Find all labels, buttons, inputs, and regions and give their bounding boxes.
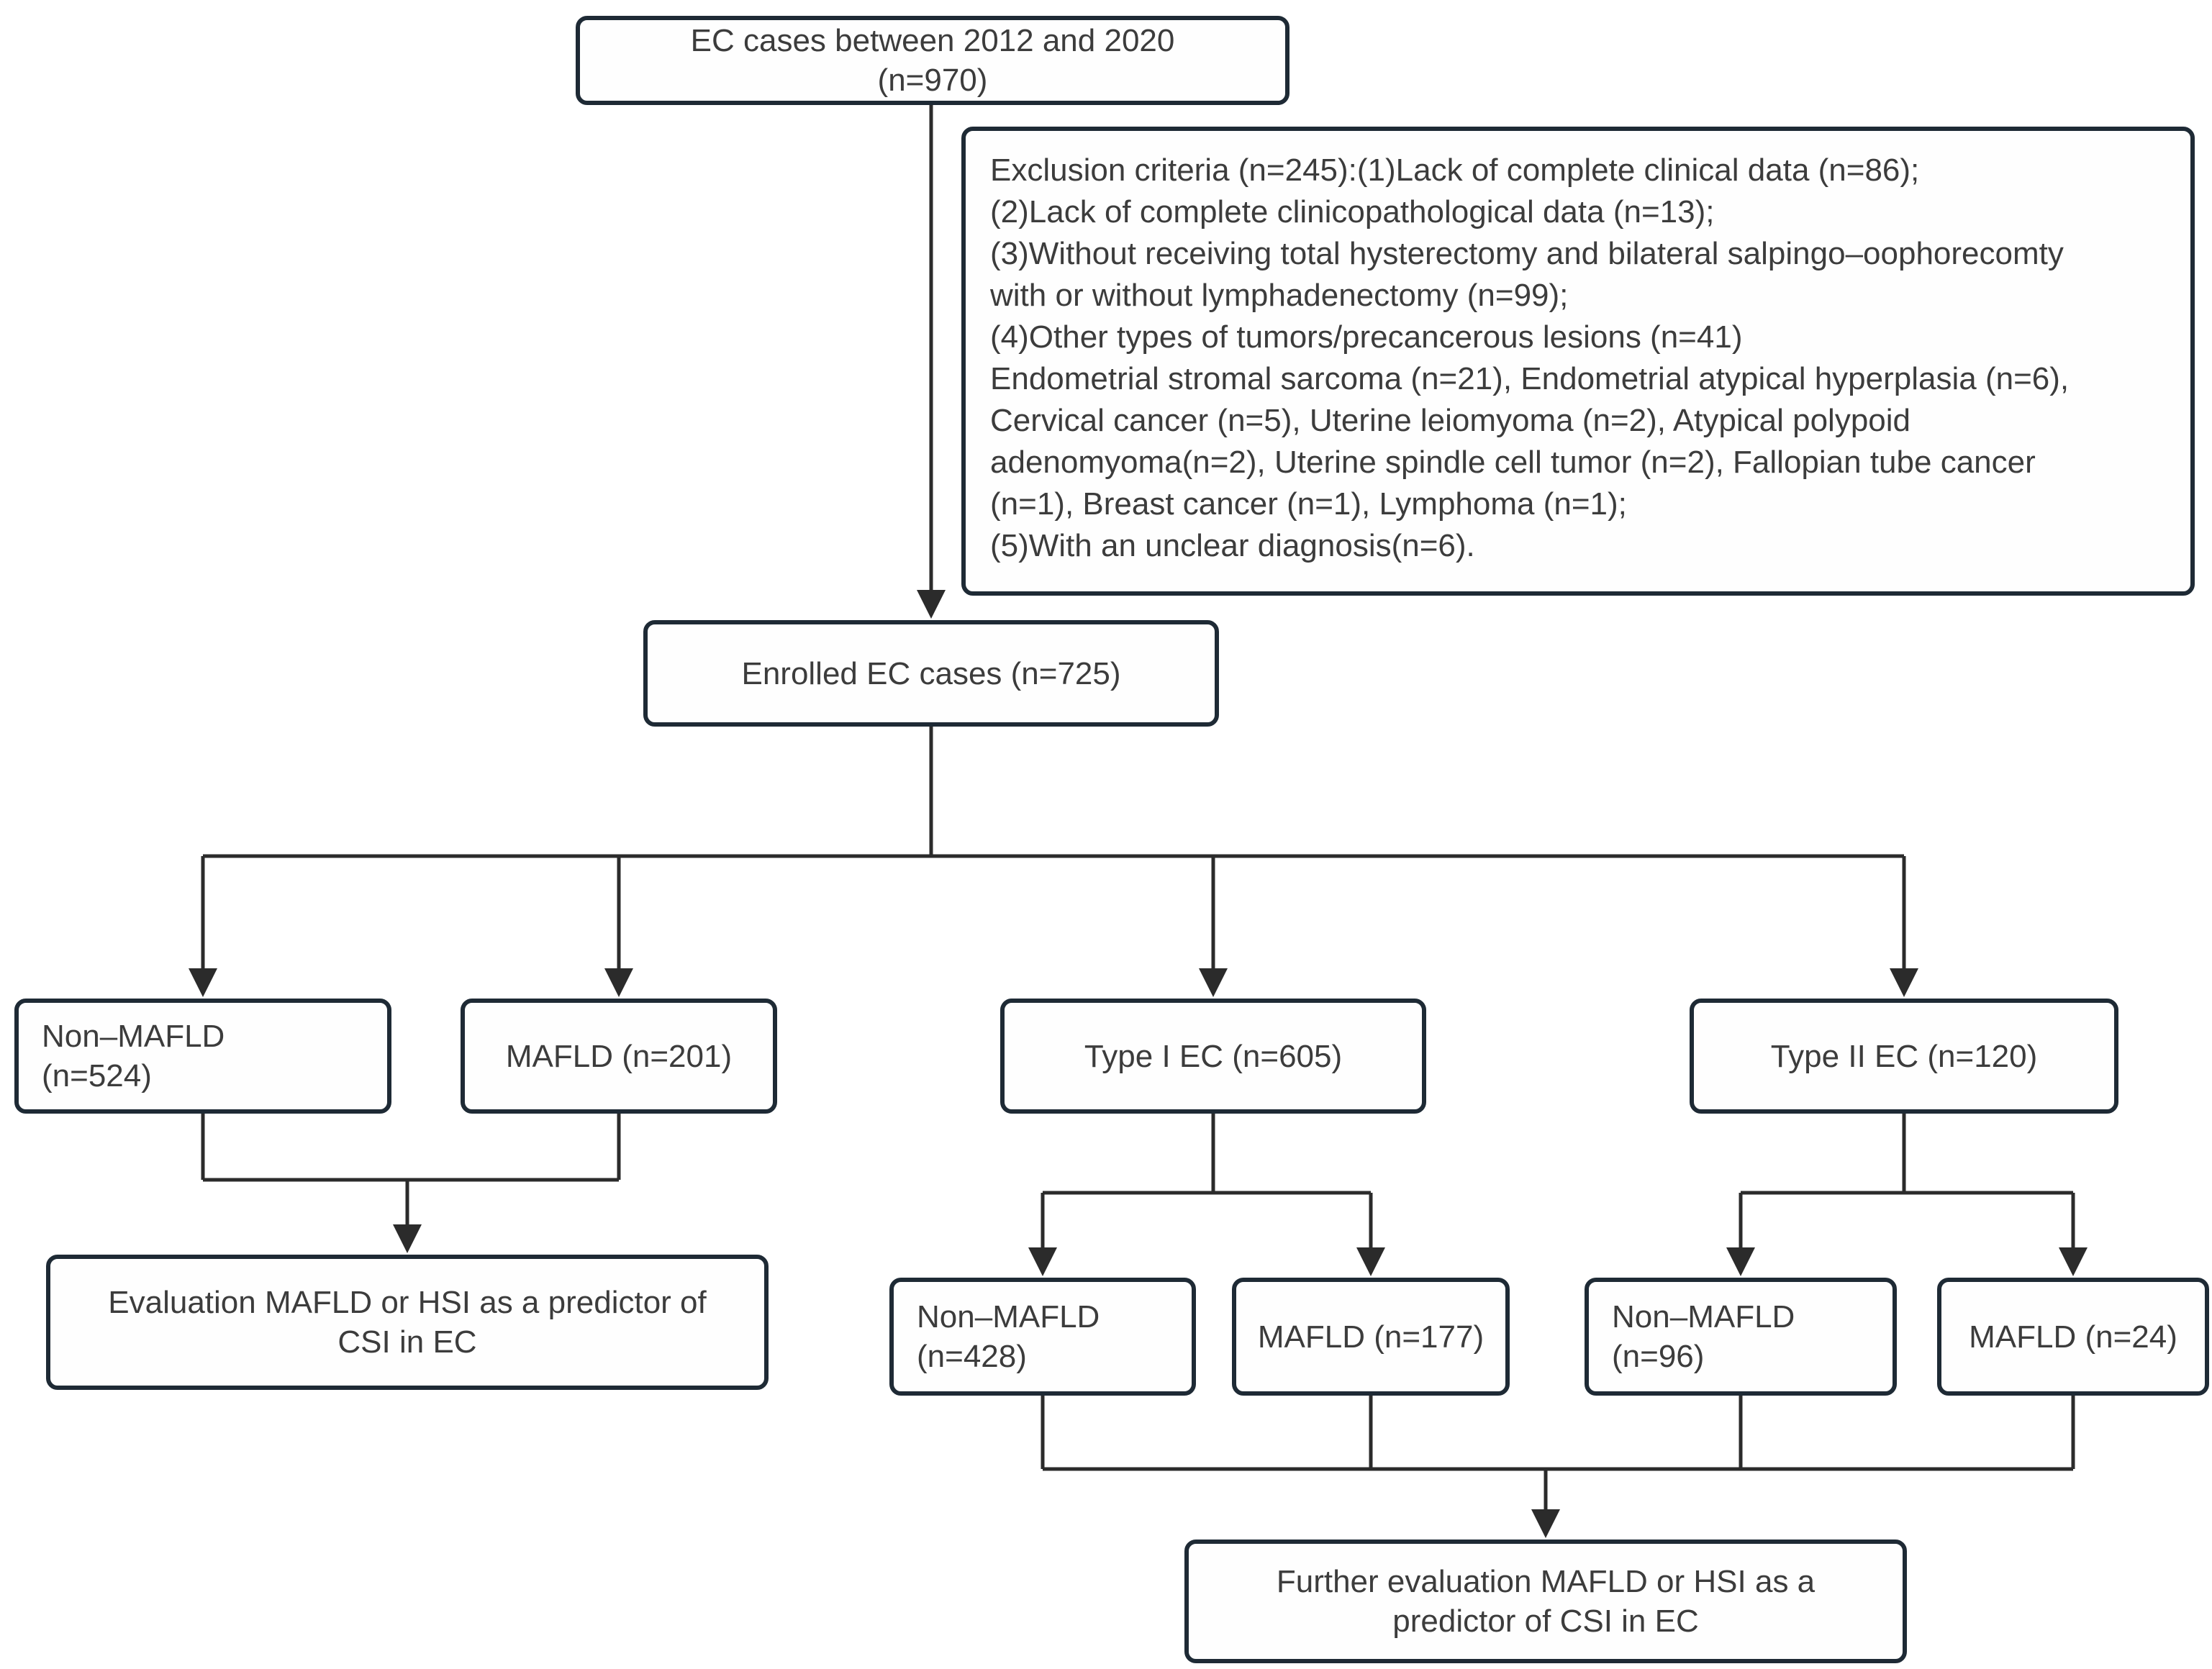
- node-type2-ec: Type II EC (n=120): [1690, 999, 2118, 1114]
- node-exclusion-criteria: Exclusion criteria (n=245):(1)Lack of co…: [961, 127, 2195, 596]
- node-type1-ec-label: Type I EC (n=605): [1084, 1038, 1343, 1074]
- node-ec-cases-label: EC cases between 2012 and 2020 (n=970): [690, 23, 1175, 98]
- node-type1-mafld-label: MAFLD (n=177): [1257, 1319, 1485, 1355]
- node-further-evaluation: Further evaluation MAFLD or HSI as a pre…: [1184, 1540, 1907, 1663]
- node-evaluation: Evaluation MAFLD or HSI as a predictor o…: [46, 1255, 769, 1390]
- node-type1-non-mafld: Non–MAFLD (n=428): [889, 1278, 1196, 1396]
- node-evaluation-label: Evaluation MAFLD or HSI as a predictor o…: [108, 1285, 707, 1360]
- node-type2-non-mafld-label: Non–MAFLD (n=96): [1612, 1299, 1795, 1374]
- node-type1-non-mafld-label: Non–MAFLD (n=428): [917, 1299, 1100, 1374]
- node-mafld-overall: MAFLD (n=201): [461, 999, 777, 1114]
- node-non-mafld-overall: Non–MAFLD (n=524): [14, 999, 391, 1114]
- node-further-evaluation-label: Further evaluation MAFLD or HSI as a pre…: [1276, 1564, 1816, 1639]
- node-exclusion-criteria-label: Exclusion criteria (n=245):(1)Lack of co…: [990, 153, 2070, 563]
- node-type1-mafld: MAFLD (n=177): [1232, 1278, 1510, 1396]
- connector-type1-split: [1028, 1114, 1385, 1276]
- node-enrolled-label: Enrolled EC cases (n=725): [741, 655, 1121, 691]
- node-type2-mafld-label: MAFLD (n=24): [1969, 1319, 2177, 1355]
- connector-merge-to-evaluation: [201, 1114, 621, 1253]
- node-non-mafld-overall-label: Non–MAFLD (n=524): [42, 1019, 225, 1093]
- connector-enrolled-split: [189, 727, 1918, 997]
- node-type2-non-mafld: Non–MAFLD (n=96): [1585, 1278, 1897, 1396]
- node-type2-ec-label: Type II EC (n=120): [1770, 1038, 2038, 1074]
- node-mafld-overall-label: MAFLD (n=201): [505, 1038, 733, 1074]
- node-enrolled: Enrolled EC cases (n=725): [643, 620, 1219, 727]
- node-type2-mafld: MAFLD (n=24): [1937, 1278, 2209, 1396]
- connector-merge-to-further-evaluation: [1041, 1396, 2075, 1538]
- node-ec-cases: EC cases between 2012 and 2020 (n=970): [576, 16, 1289, 105]
- connector-type2-split: [1726, 1114, 2088, 1276]
- node-type1-ec: Type I EC (n=605): [1000, 999, 1426, 1114]
